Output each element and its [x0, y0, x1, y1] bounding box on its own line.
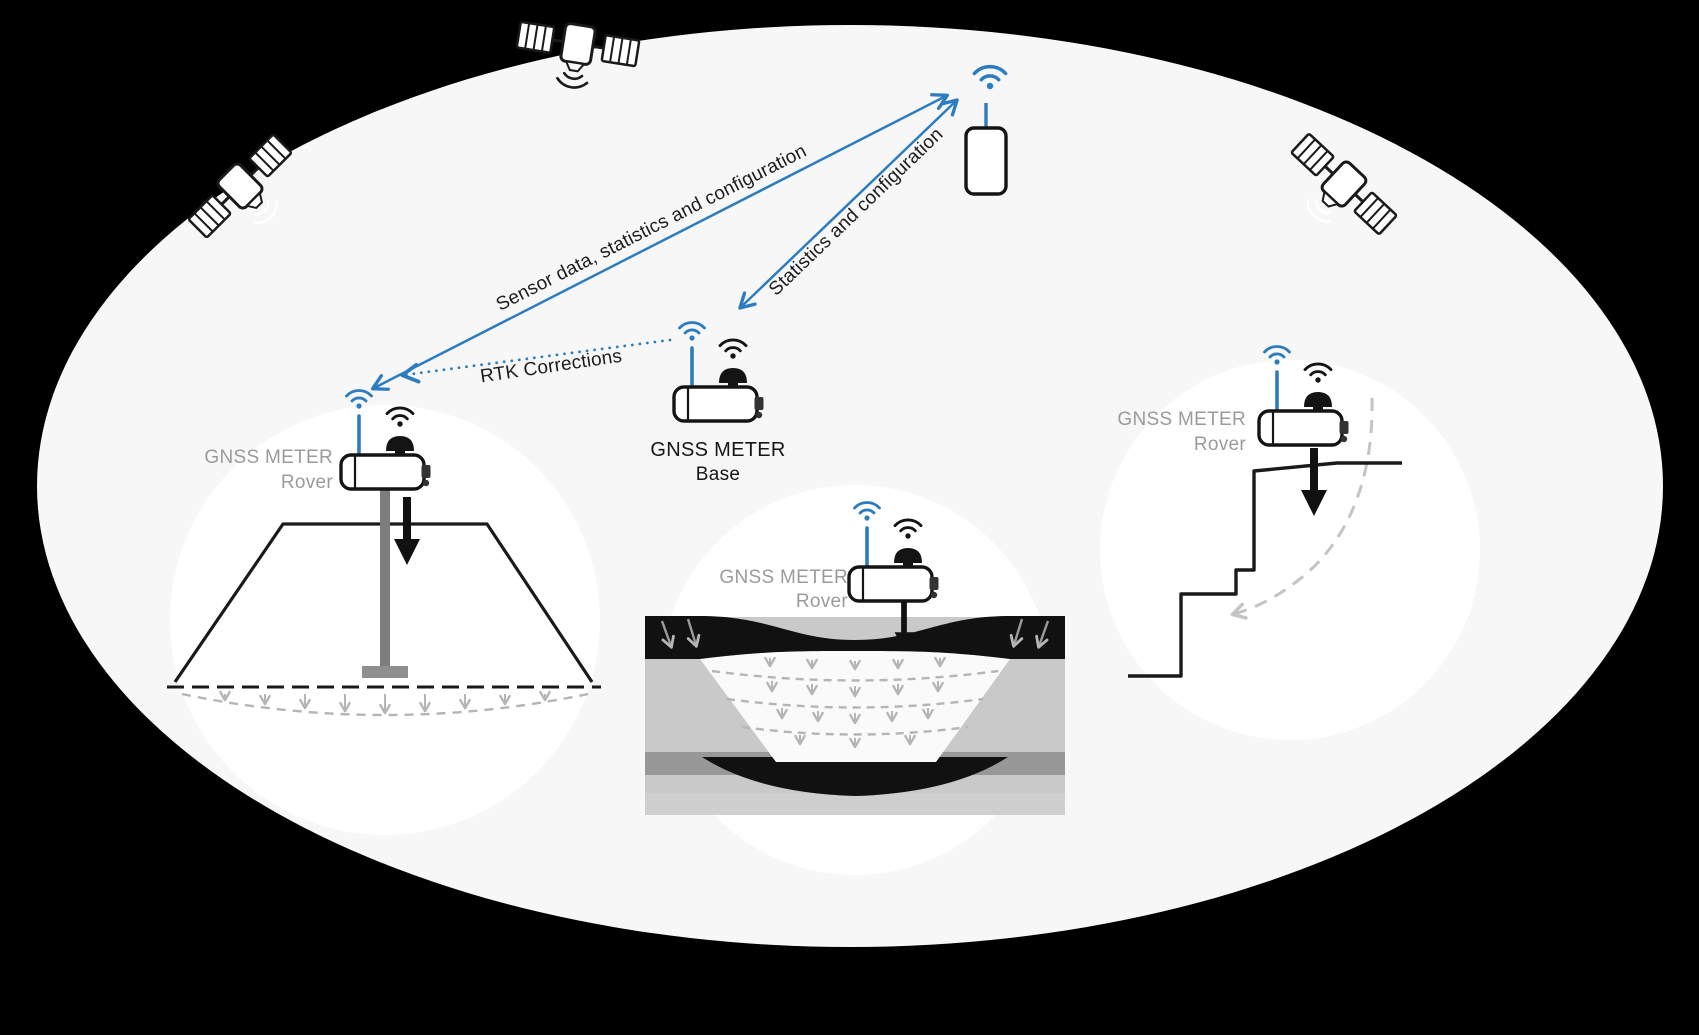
- embankment-scene: GNSS METER Rover: [167, 391, 601, 835]
- gateway-body: [964, 126, 1008, 196]
- subsidence-scene: GNSS METER Rover: [645, 485, 1065, 875]
- gnss-base-station: GNSS METER Base: [650, 323, 785, 485]
- monument-footing: [362, 666, 408, 678]
- surface-layer: [645, 616, 1065, 659]
- scene-circle-right: [1100, 360, 1480, 740]
- rover-right-name: GNSS METER: [1117, 409, 1246, 430]
- rover-left-name: GNSS METER: [204, 447, 333, 468]
- rtk-corrections-link: [400, 338, 672, 384]
- settlement-arrows-center: [764, 656, 946, 749]
- rover-right-role: Rover: [1194, 434, 1247, 455]
- base-role: Base: [696, 464, 741, 485]
- landslide-scene: GNSS METER Rover: [1100, 347, 1480, 740]
- trough-bottom-layer: [702, 757, 1008, 796]
- rover-left-role: Rover: [281, 472, 334, 493]
- settlement-curve-left: [181, 692, 589, 717]
- edge-subsidence-arrows: [660, 618, 1050, 649]
- settlement-arrows-left: [219, 690, 551, 715]
- soil-band-bottom: [645, 793, 1065, 815]
- statistics-arrow: [738, 98, 959, 310]
- base-name: GNSS METER: [650, 439, 785, 461]
- rover-center-name: GNSS METER: [719, 567, 848, 588]
- slip-surface-curve: [1230, 397, 1374, 620]
- rover-center-role: Rover: [796, 591, 849, 612]
- gateway-device: [964, 64, 1008, 196]
- slope-steps-outline: [1128, 461, 1402, 678]
- settlement-curves-center: [711, 669, 999, 736]
- monument-pole: [380, 486, 390, 670]
